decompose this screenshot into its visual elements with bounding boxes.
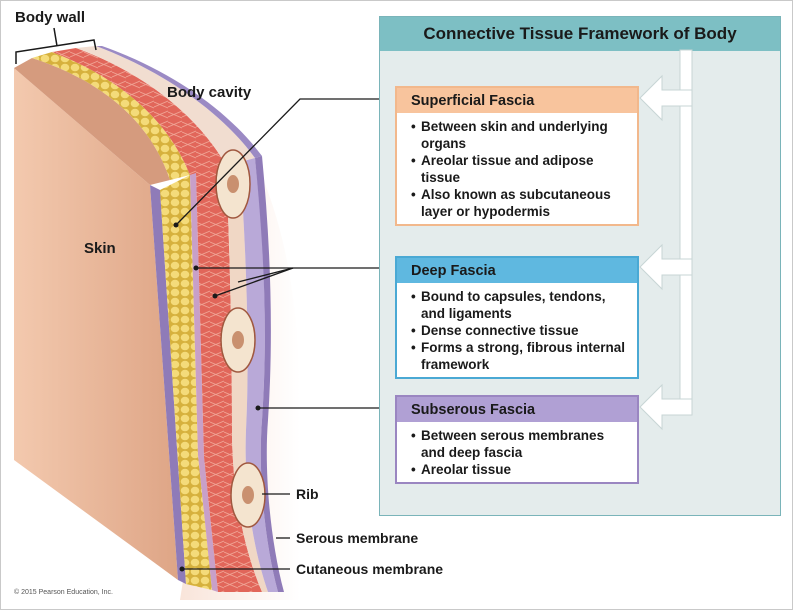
body-wall-bracket xyxy=(15,39,97,64)
label-serous-membrane: Serous membrane xyxy=(296,530,419,546)
leader-deep-2 xyxy=(214,267,294,297)
list-item: Areolar tissue xyxy=(411,461,631,478)
cutaneous-edge xyxy=(150,185,186,584)
deep-fascia-box: Deep Fascia Bound to capsules, tendons, … xyxy=(395,256,639,379)
top-muscle xyxy=(52,48,226,175)
muscle-layer xyxy=(196,165,262,592)
list-item: Forms a strong, fibrous internal framewo… xyxy=(411,339,631,373)
top-skin xyxy=(14,58,170,185)
label-skin: Skin xyxy=(84,240,116,257)
label-rib: Rib xyxy=(296,486,319,502)
superficial-fascia-box: Superficial Fascia Between skin and unde… xyxy=(395,86,639,226)
adipose-layer xyxy=(160,175,212,590)
superficial-fascia-list: Between skin and underlying organs Areol… xyxy=(397,113,637,224)
panel-title: Connective Tissue Framework of Body xyxy=(380,17,780,51)
list-item: Dense connective tissue xyxy=(411,322,631,339)
superficial-fascia-title: Superficial Fascia xyxy=(397,88,637,113)
leader-superficial xyxy=(175,98,395,226)
leader-deep-3 xyxy=(237,267,294,283)
list-item: Areolar tissue and adipose tissue xyxy=(411,152,631,186)
list-item: Bound to capsules, tendons, and ligament… xyxy=(411,288,631,322)
subserous-fascia-box: Subserous Fascia Between serous membrane… xyxy=(395,395,639,484)
list-item: Also known as subcutaneous layer or hypo… xyxy=(411,186,631,220)
deep-fascia-list: Bound to capsules, tendons, and ligament… xyxy=(397,283,637,377)
top-fat xyxy=(32,52,190,180)
subserous-fascia-list: Between serous membranes and deep fascia… xyxy=(397,422,637,482)
subserous-fascia-title: Subserous Fascia xyxy=(397,397,637,422)
label-body-wall: Body wall xyxy=(15,9,86,26)
list-item: Between serous membranes and deep fascia xyxy=(411,427,631,461)
label-cutaneous-membrane: Cutaneous membrane xyxy=(296,561,444,577)
copyright-credit: © 2015 Pearson Education, Inc. xyxy=(14,589,113,596)
deep-fascia-title: Deep Fascia xyxy=(397,258,637,283)
label-body-cavity: Body cavity xyxy=(167,84,252,101)
skin-face xyxy=(14,68,178,580)
top-inner xyxy=(76,46,255,165)
list-item: Between skin and underlying organs xyxy=(411,118,631,152)
